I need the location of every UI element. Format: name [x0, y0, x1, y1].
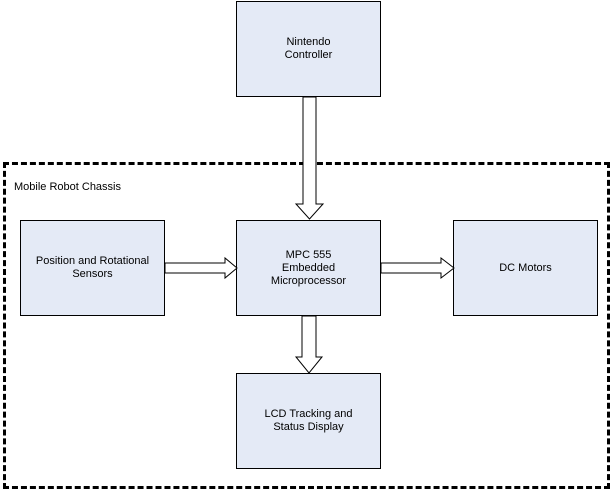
- chassis-label: Mobile Robot Chassis: [14, 181, 121, 193]
- lcd-display-label: LCD Tracking and Status Display: [264, 408, 353, 433]
- arrow-mpc-to-lcd: [294, 315, 324, 374]
- arrow-controller-to-mpc: [294, 96, 325, 220]
- arrow-sensors-to-mpc: [164, 256, 238, 280]
- sensors-box: Position and Rotational Sensors: [20, 220, 165, 316]
- nintendo-controller-label: Nintendo Controller: [284, 36, 333, 61]
- nintendo-controller-box: Nintendo Controller: [236, 1, 381, 97]
- dc-motors-box: DC Motors: [453, 220, 598, 316]
- mpc-processor-box: MPC 555 Embedded Microprocessor: [236, 220, 381, 316]
- arrow-mpc-to-motors: [380, 256, 455, 280]
- dc-motors-label: DC Motors: [499, 261, 552, 274]
- sensors-label: Position and Rotational Sensors: [35, 255, 150, 280]
- mpc-processor-label: MPC 555 Embedded Microprocessor: [270, 248, 347, 287]
- lcd-display-box: LCD Tracking and Status Display: [236, 373, 381, 469]
